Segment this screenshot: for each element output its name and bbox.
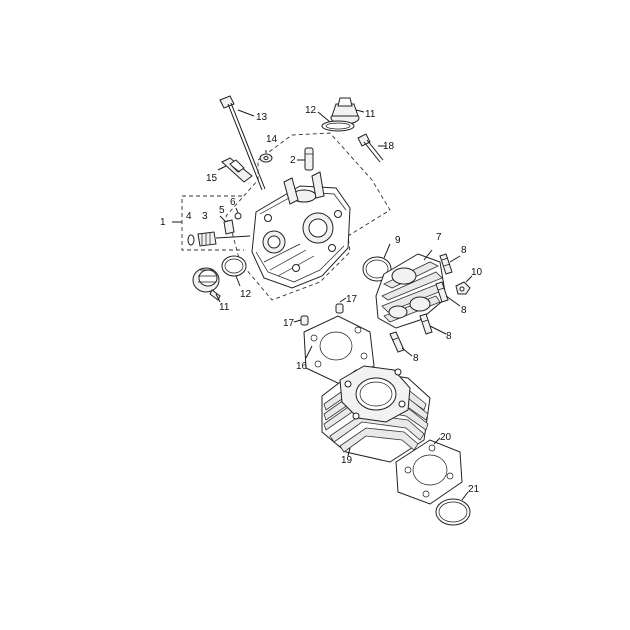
callout-17-left: 17 bbox=[283, 318, 295, 329]
callout-8c: 8 bbox=[446, 331, 452, 342]
callout-19: 19 bbox=[341, 455, 353, 466]
part-21-o-ring bbox=[435, 491, 471, 526]
part-7-finned-head-cover bbox=[375, 249, 447, 329]
callout-14: 14 bbox=[266, 134, 278, 145]
part-10-nut bbox=[455, 275, 473, 295]
callout-17-right: 17 bbox=[346, 294, 358, 305]
callout-18: 18 bbox=[383, 141, 395, 152]
callout-12-top: 12 bbox=[305, 105, 317, 116]
cylinder-head-assembly bbox=[225, 132, 391, 301]
callout-8a: 8 bbox=[461, 245, 467, 256]
callout-7: 7 bbox=[436, 232, 442, 243]
callout-10: 10 bbox=[471, 267, 483, 278]
part-11-tappet-cap-top bbox=[330, 97, 365, 125]
callout-16: 16 bbox=[296, 361, 308, 372]
group-1-dashed-bracket bbox=[181, 195, 244, 251]
part-13-bolt bbox=[219, 95, 266, 191]
part-19-cylinder-block bbox=[321, 365, 431, 463]
callout-8b: 8 bbox=[461, 305, 467, 316]
callout-8d: 8 bbox=[413, 353, 419, 364]
callout-5: 5 bbox=[219, 205, 225, 216]
part-17-dowel-pins bbox=[293, 297, 347, 326]
callout-1: 1 bbox=[160, 217, 166, 228]
part-15-spark-plug bbox=[217, 157, 253, 183]
callout-9: 9 bbox=[395, 235, 401, 246]
callout-3: 3 bbox=[202, 211, 208, 222]
callout-2: 2 bbox=[290, 155, 296, 166]
callout-12-left: 12 bbox=[240, 289, 252, 300]
part-6-washer bbox=[234, 212, 242, 220]
part-18-bolt bbox=[357, 133, 386, 163]
part-20-base-gasket bbox=[395, 437, 463, 505]
part-12-o-ring-left bbox=[221, 255, 247, 287]
tensioner-group bbox=[172, 195, 251, 251]
callout-6: 6 bbox=[230, 197, 236, 208]
part-12-o-ring-top bbox=[317, 111, 355, 132]
callout-15: 15 bbox=[206, 173, 218, 184]
part-8-studs bbox=[389, 253, 461, 357]
callout-4: 4 bbox=[186, 211, 192, 222]
callout-21: 21 bbox=[468, 484, 480, 495]
callout-20: 20 bbox=[440, 432, 452, 443]
callout-13: 13 bbox=[256, 112, 268, 123]
part-16-head-gasket bbox=[303, 315, 375, 385]
callout-11-left: 11 bbox=[219, 302, 230, 313]
callout-11-top: 11 bbox=[365, 109, 376, 120]
part-2-valve-guide bbox=[297, 147, 314, 171]
part-3-plug bbox=[197, 231, 217, 247]
part-14-washer bbox=[259, 150, 273, 163]
part-5-screw bbox=[223, 219, 235, 235]
callout-labels: 1 2 3 4 5 6 7 8 8 8 8 9 10 11 11 12 12 1… bbox=[160, 105, 483, 495]
part-11-tappet-cap-left bbox=[192, 267, 221, 303]
part-4-ring bbox=[187, 234, 195, 246]
